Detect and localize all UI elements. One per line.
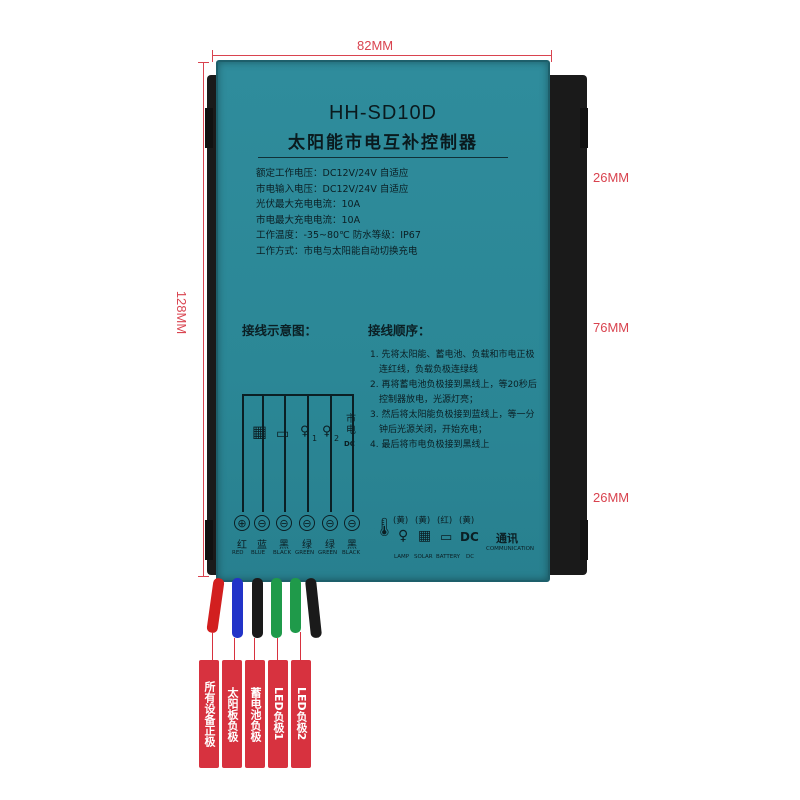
model-title: HH-SD10D xyxy=(328,102,438,124)
cable-green xyxy=(271,578,282,638)
cable-red xyxy=(206,577,225,634)
indicator-name: BATTERY xyxy=(436,554,461,560)
mounting-tab-left xyxy=(205,108,213,148)
communication-label-en: COMMUNICATION xyxy=(486,546,535,552)
indicator-name: DC xyxy=(466,554,475,560)
product-title: 太阳能市电互补控制器 xyxy=(288,133,478,153)
lamp-1-label: 1 xyxy=(312,434,318,443)
diagram-wire xyxy=(262,394,264,512)
cable-green xyxy=(290,578,301,633)
terminal-color-en: BLACK xyxy=(273,550,292,556)
indicator-color-badge: (黄) xyxy=(415,516,431,526)
height-dim-tick-top xyxy=(198,62,209,63)
wiring-step: 4. 最后将市电负极接到黑线上 xyxy=(370,440,490,450)
label-connector xyxy=(300,632,301,660)
label-led-negative-2: LED负极2 xyxy=(291,660,311,768)
terminal-red: ⊕ xyxy=(234,515,250,531)
right-dimension-label-bottom: 26MM xyxy=(593,490,630,505)
lamp-icon: ♀ xyxy=(300,424,310,439)
wiring-step: 2. 再将蓄电池负极接到黑线上，等20秒后控制器放电，光源灯亮； xyxy=(370,380,537,405)
terminal-green: ⊖ xyxy=(299,515,315,531)
indicator-name: LAMP xyxy=(394,554,410,560)
indicator-color-badge: (黄) xyxy=(459,516,475,526)
mounting-tab-left-bottom xyxy=(205,520,213,560)
solar-indicator-icon: ▦ xyxy=(418,528,432,544)
cable-blue xyxy=(232,578,243,638)
diagram-wire xyxy=(330,394,332,512)
title-divider xyxy=(258,157,508,158)
solar-panel-icon: ▦ xyxy=(252,422,268,441)
cable-black xyxy=(304,577,323,639)
dc-label: DC xyxy=(344,440,355,448)
terminal-color-en: GREEN xyxy=(318,550,338,556)
terminal-color-cn: 红 xyxy=(237,540,247,551)
width-dim-tick-left xyxy=(212,50,213,62)
terminal-green: ⊖ xyxy=(322,515,338,531)
terminal-black: ⊖ xyxy=(344,515,360,531)
battery-icon: ▭ xyxy=(276,426,290,442)
terminal-color-cn: 绿 xyxy=(302,540,312,551)
spec-line: 额定工作电压：DC12V/24V 自适应 xyxy=(256,168,409,179)
label-solar-negative: 太阳板负极 xyxy=(222,660,242,768)
width-dimension-label: 82MM xyxy=(357,38,394,53)
controller-panel: HH-SD10D 太阳能市电互补控制器 额定工作电压：DC12V/24V 自适应… xyxy=(216,60,550,582)
indicator-color-badge: (黄) xyxy=(393,516,409,526)
label-connector xyxy=(212,632,213,660)
terminal-color-en: BLUE xyxy=(251,550,266,556)
label-connector xyxy=(234,638,235,660)
terminal-color-cn: 黑 xyxy=(347,540,357,551)
battery-indicator-icon: ▭ xyxy=(440,530,453,545)
label-connector xyxy=(254,638,255,660)
mounting-tab-right xyxy=(580,108,588,148)
communication-label: 通讯 xyxy=(496,532,518,545)
label-battery-negative: 蓄电池负极 xyxy=(245,660,265,768)
right-dimension-label-middle: 76MM xyxy=(593,320,630,335)
spec-line: 市电最大充电电流：10A xyxy=(256,214,361,226)
wiring-steps: 1. 先将太阳能、蓄电池、负载和市电正极连红线，负载负极连绿线 2. 再将蓄电池… xyxy=(370,348,540,453)
diagram-top-bus xyxy=(242,394,352,396)
thermometer-icon: 🌡 xyxy=(373,517,396,538)
label-all-positive: 所有设备正极 xyxy=(199,660,219,768)
mounting-tab-right-bottom xyxy=(580,520,588,560)
diagram-wire xyxy=(352,394,354,512)
terminal-color-cn: 黑 xyxy=(279,540,289,551)
terminal-black: ⊖ xyxy=(276,515,292,531)
wiring-step: 3. 然后将太阳能负极接到蓝线上，等一分钟后光源关闭，开始充电； xyxy=(370,410,535,435)
label-led-negative-1: LED负极1 xyxy=(268,660,288,768)
width-dim-tick-right xyxy=(551,50,552,62)
terminal-color-en: GREEN xyxy=(295,550,315,556)
sequence-heading: 接线顺序： xyxy=(368,323,431,338)
terminal-color-cn: 蓝 xyxy=(257,540,267,551)
lamp-2-label: 2 xyxy=(334,434,340,443)
cable-black xyxy=(252,578,263,638)
diagram-wire xyxy=(242,394,244,512)
indicator-color-badge: (红) xyxy=(437,516,453,526)
diagram-wire xyxy=(284,394,286,512)
diagram-wire xyxy=(307,394,309,512)
height-dimension-label: 128MM xyxy=(174,290,190,335)
label-connector xyxy=(277,638,278,660)
height-dim-tick-bottom xyxy=(198,576,209,577)
width-dimension-line xyxy=(212,55,552,56)
grid-label: 市电 xyxy=(346,414,356,436)
indicator-name: SOLAR xyxy=(414,554,433,560)
wiring-step: 1. 先将太阳能、蓄电池、负载和市电正极连红线，负载负极连绿线 xyxy=(370,350,535,375)
spec-line: 工作温度：-35~80℃ 防水等级：IP67 xyxy=(256,230,421,241)
terminal-color-en: BLACK xyxy=(342,550,361,556)
height-dimension-line xyxy=(203,62,204,577)
lamp-indicator-icon: ♀ xyxy=(398,528,409,544)
dc-indicator-label: DC xyxy=(460,530,479,544)
terminal-color-cn: 绿 xyxy=(325,540,335,551)
spec-list: 额定工作电压：DC12V/24V 自适应 市电输入电压：DC12V/24V 自适… xyxy=(256,166,421,259)
terminal-color-en: RED xyxy=(232,550,244,556)
spec-line: 工作方式：市电与太阳能自动切换充电 xyxy=(256,245,418,257)
spec-line: 光伏最大充电电流：10A xyxy=(256,199,361,210)
spec-line: 市电输入电压：DC12V/24V 自适应 xyxy=(256,183,409,195)
diagram-heading: 接线示意图： xyxy=(242,323,318,338)
right-dimension-label-top: 26MM xyxy=(593,170,630,185)
terminal-blue: ⊖ xyxy=(254,515,270,531)
lamp-icon: ♀ xyxy=(322,424,332,439)
